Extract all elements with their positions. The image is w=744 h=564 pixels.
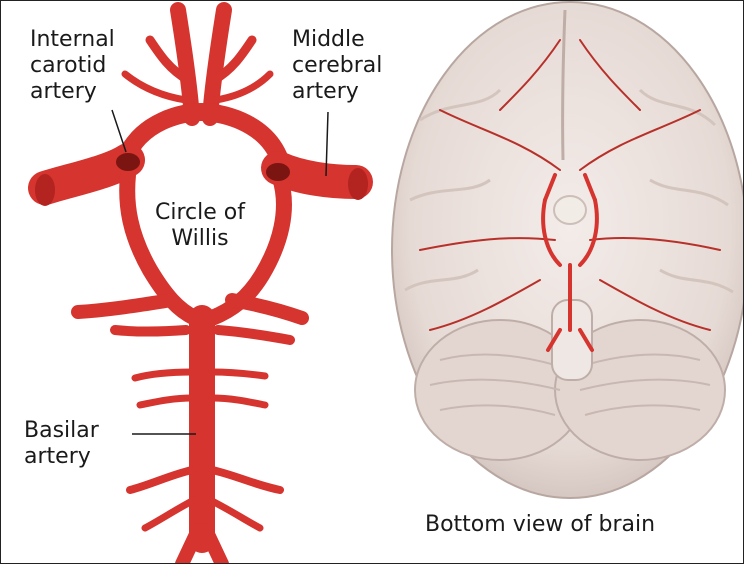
label-internal-carotid-line3: artery: [30, 79, 115, 105]
superior-cerebellar-left: [115, 330, 186, 332]
stump-end-right: [348, 168, 368, 200]
branch-l1: [135, 372, 192, 378]
branch-l2: [140, 398, 192, 405]
vertebral-left: [182, 530, 198, 564]
label-middle-cerebral-line2: cerebral: [292, 53, 382, 79]
label-middle-cerebral: Middle cerebral artery: [292, 27, 382, 105]
circle-top-arc: [125, 112, 280, 160]
label-basilar: Basilar artery: [24, 418, 99, 470]
posterior-cerebral-left: [78, 300, 172, 312]
label-circle-of-willis: Circle of Willis: [130, 200, 270, 252]
label-circle-of-willis-line2: Willis: [130, 226, 270, 252]
superior-cerebellar-right: [218, 330, 290, 340]
carotid-opening-right: [266, 163, 290, 181]
branch-l4: [145, 500, 194, 528]
branch-l3: [130, 470, 192, 490]
label-middle-cerebral-line1: Middle: [292, 27, 382, 53]
label-circle-of-willis-line1: Circle of: [130, 200, 270, 226]
posterior-cerebral-right: [232, 300, 302, 318]
label-internal-carotid: Internal carotid artery: [30, 27, 115, 105]
label-internal-carotid-line2: carotid: [30, 53, 115, 79]
internal-carotid-left: [45, 160, 128, 188]
optic-chiasm: [554, 196, 586, 224]
carotid-opening-left: [116, 153, 140, 171]
label-internal-carotid-line1: Internal: [30, 27, 115, 53]
label-basilar-line2: artery: [24, 444, 99, 470]
vertebral-right: [206, 530, 222, 564]
branch-r3: [212, 470, 280, 490]
label-middle-cerebral-line3: artery: [292, 79, 382, 105]
branch-r2: [212, 398, 265, 405]
label-basilar-line1: Basilar: [24, 418, 99, 444]
stump-end-left: [35, 174, 55, 206]
branch-r4: [210, 500, 260, 528]
branch-r1: [212, 372, 265, 376]
brain-bottom-view: [392, 2, 744, 498]
label-bottom-view: Bottom view of brain: [425, 512, 655, 538]
